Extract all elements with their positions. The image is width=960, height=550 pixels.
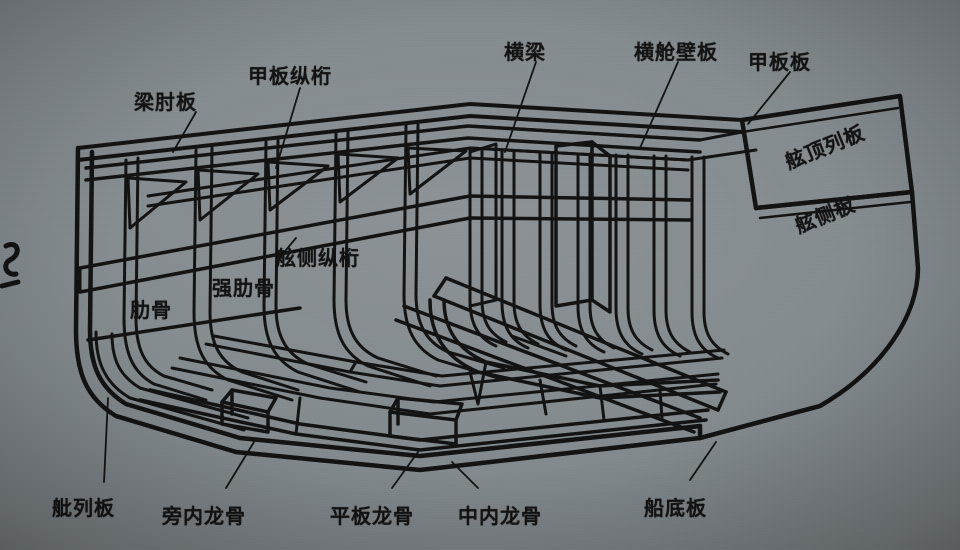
label-heng-cang-bi-ban: 横舱壁板 <box>634 40 718 64</box>
label-heng-liang: 横梁 <box>504 40 546 64</box>
centre-keelson <box>388 396 464 446</box>
label-zhong-nei-long-gu: 中内龙骨 <box>458 504 542 528</box>
bottom-floors <box>294 360 664 436</box>
label-liang-zhou-ban: 梁肘板 <box>134 90 197 114</box>
margin-ink-mark <box>0 242 21 289</box>
label-le-gu: 肋骨 <box>130 298 172 322</box>
label-xian-ce-zong-heng: 舷侧纵桁 <box>276 246 360 270</box>
label-ping-ban-long-gu: 平板龙骨 <box>330 504 414 528</box>
label-pang-nei-long-gu: 旁内龙骨 <box>162 504 246 528</box>
label-bi-lie-ban: 舭列板 <box>52 496 115 520</box>
label-jia-ban-zong-heng: 甲板纵桁 <box>248 64 332 88</box>
bilge-strake <box>94 330 250 432</box>
side-intercostal-girders <box>170 334 726 416</box>
label-qiang-le-gu: 强肋骨 <box>212 276 275 300</box>
label-chuan-di-ban: 船底板 <box>644 496 707 520</box>
shell-panel-cut-face <box>697 93 921 441</box>
deck-corner-bracket <box>686 130 758 162</box>
long-diagonal-girder <box>432 276 728 412</box>
shell-panel-edges <box>740 106 912 220</box>
diagonal-brace <box>508 334 568 368</box>
bulkhead-flange <box>468 142 498 308</box>
bottom-shell-plating <box>114 402 702 472</box>
leader-lines <box>103 61 791 489</box>
beam-knee-brackets <box>126 146 468 230</box>
label-jia-ban-ban: 甲板板 <box>748 50 811 74</box>
flat-plate-keel <box>138 388 710 452</box>
transverse-bulkhead-plate <box>554 140 612 314</box>
side-keelson-box <box>220 388 278 434</box>
